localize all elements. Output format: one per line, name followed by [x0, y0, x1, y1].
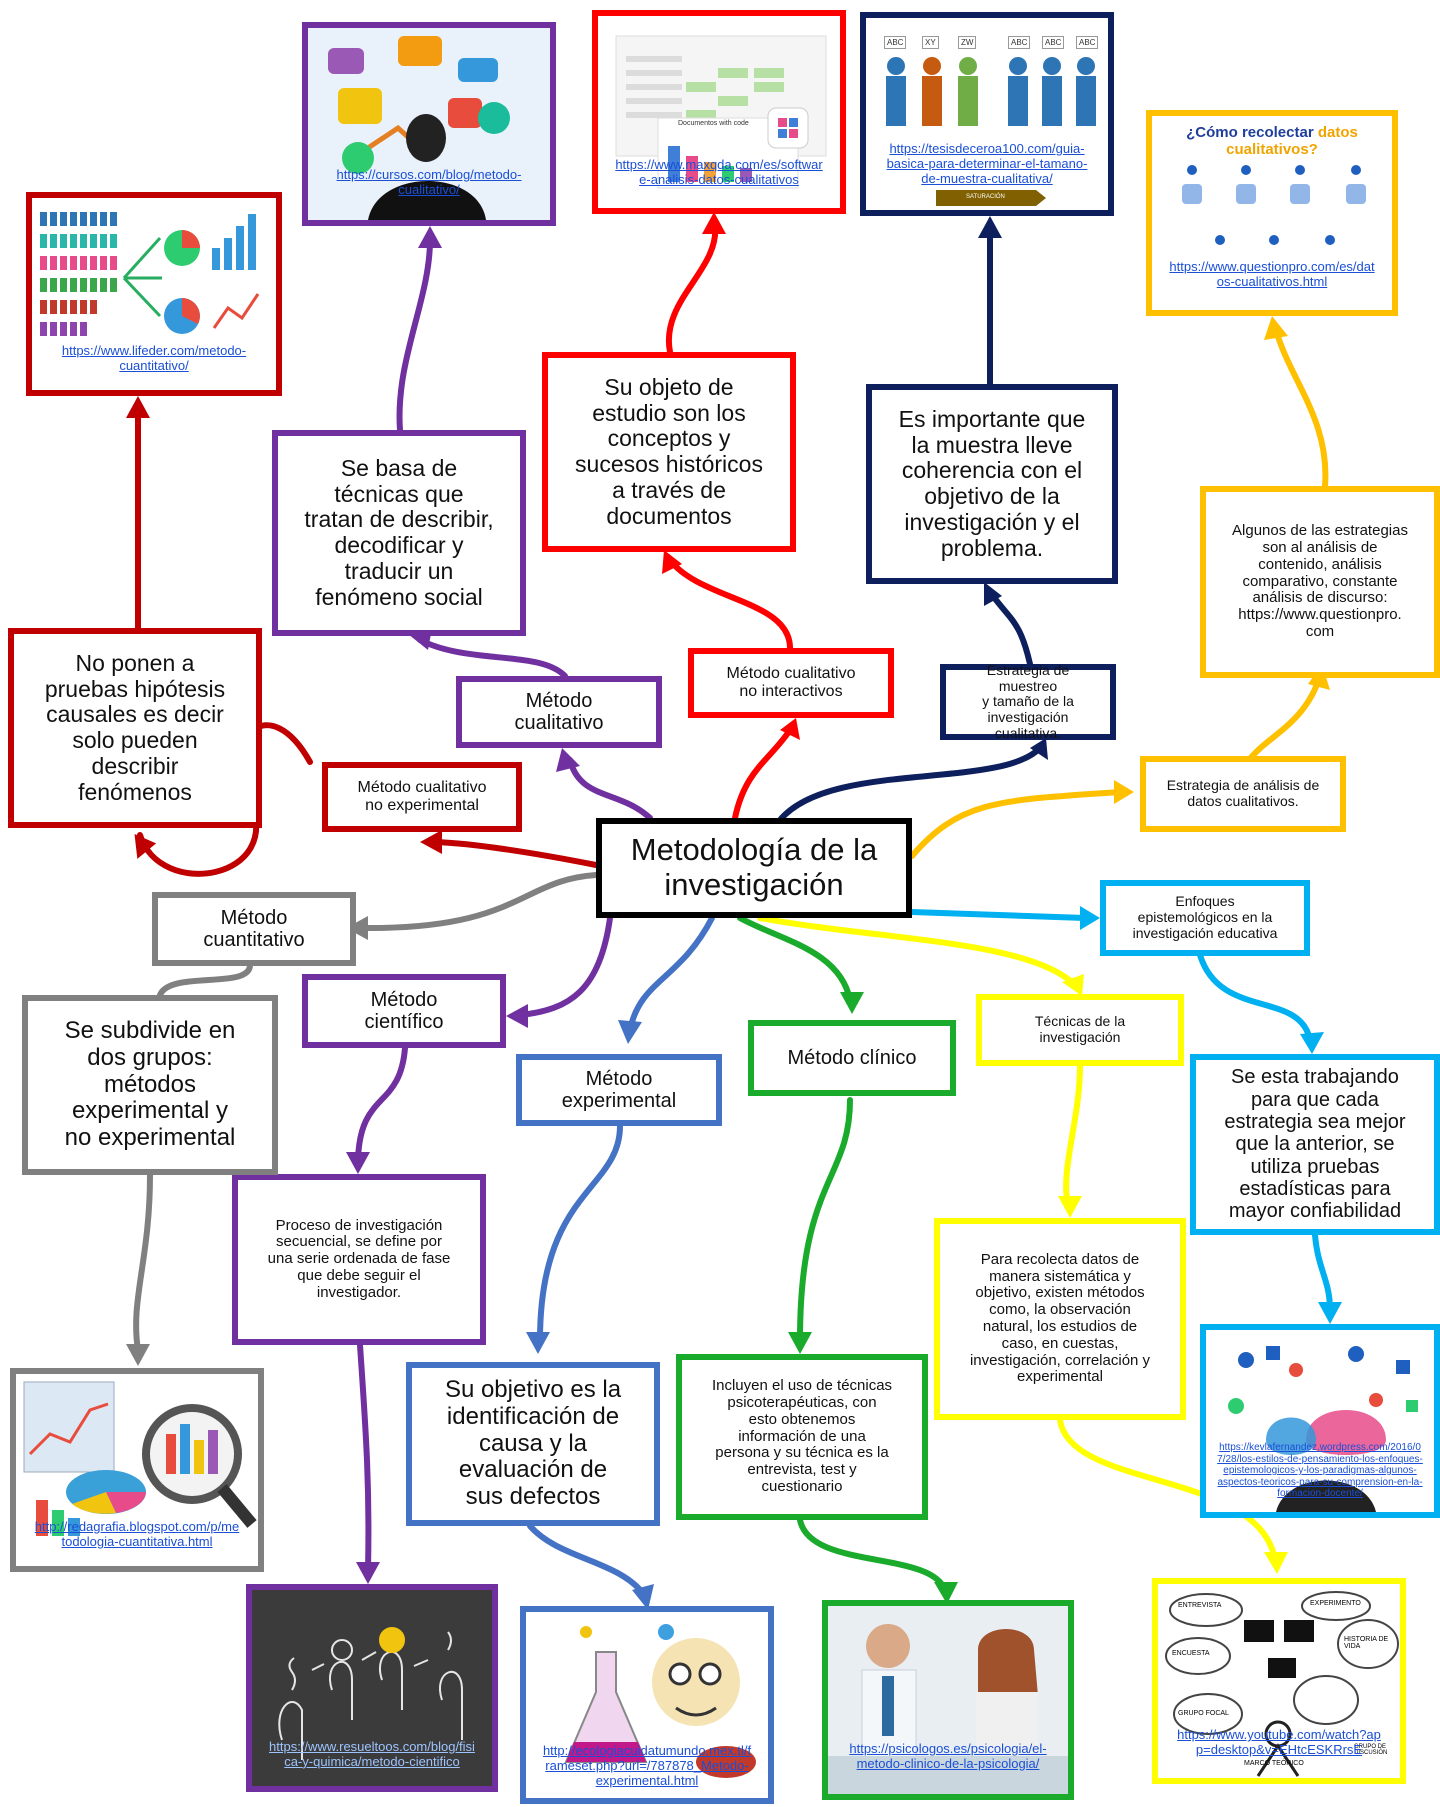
image-youtube: ENTREVISTA ENCUESTA GRUPO FOCAL EXPERIME…	[1152, 1578, 1406, 1784]
branch-label: Método cualitativo no interactivos	[726, 665, 856, 700]
url-link[interactable]: http://redagrafia.blogspot.com/p/me todo…	[34, 1519, 240, 1549]
detail-text: Algunos de las estrategias son al anális…	[1232, 522, 1408, 640]
detail-text: Su objeto de estudio son los conceptos y…	[575, 373, 763, 529]
tag: ABC	[884, 36, 907, 49]
people-charts-illustration	[40, 212, 260, 336]
word-grupo-discusion: GRUPO DE DISCUSIÓN	[1354, 1744, 1388, 1756]
detail-text: Para recolecta datos de manera sistemáti…	[969, 1250, 1151, 1386]
tag: XY	[922, 36, 939, 49]
branch-cuantitativo: Método cuantitativo	[152, 892, 356, 966]
branch-label: Método experimental	[561, 1067, 677, 1112]
detail-no-experimental: No ponen a pruebas hipótesis causales es…	[8, 628, 262, 828]
image-psicologos: https://psicologos.es/psicologia/el- met…	[822, 1600, 1074, 1800]
branch-label: Método clínico	[787, 1046, 917, 1069]
branch-label: Método cualitativo no experimental	[357, 779, 487, 814]
branch-label: Estrategia de análisis de datos cualitat…	[1166, 777, 1320, 809]
branch-cualitativo: Método cualitativo	[456, 676, 662, 748]
branch-analisis: Estrategia de análisis de datos cualitat…	[1140, 756, 1346, 832]
detail-text: Es importante que la muestra lleve coher…	[898, 405, 1086, 561]
people-sample-illustration	[886, 57, 1096, 206]
branch-muestreo: Estrategia de muestreo y tamaño de la in…	[940, 661, 1116, 741]
branch-label: Estrategia de muestreo y tamaño de la in…	[982, 661, 1074, 741]
brain-icons-illustration	[1228, 1346, 1418, 1512]
detail-text: Su objetivo es la identificación de caus…	[444, 1375, 622, 1511]
url-link[interactable]: https://www.resueltoos.com/blog/fisi ca-…	[269, 1739, 475, 1769]
branch-label: Método cualitativo	[514, 689, 604, 734]
image-cursos: https://cursos.com/blog/metodo- cualitat…	[302, 22, 556, 226]
branch-no-interactivos: Método cualitativo no interactivos	[688, 648, 894, 718]
tag: ABC	[1076, 36, 1099, 49]
word-grupo-focal: GRUPO FOCAL	[1178, 1710, 1229, 1717]
detail-text: Se esta trabajando para que cada estrate…	[1224, 1066, 1406, 1223]
detail-analisis: Algunos de las estrategias son al anális…	[1200, 486, 1440, 678]
detail-text: Se basa de técnicas que tratan de descri…	[304, 454, 494, 610]
center-title: Metodología de la investigación	[630, 832, 878, 902]
image-lifeder: https://www.lifeder.com/metodo- cuantita…	[26, 192, 282, 396]
detail-enfoques: Se esta trabajando para que cada estrate…	[1190, 1054, 1440, 1235]
questionpro-steps-illustration	[1182, 165, 1366, 245]
research-methods-bubbles-illustration	[1165, 1591, 1399, 1777]
image-redagrafia: http://redagrafia.blogspot.com/p/me todo…	[10, 1368, 264, 1572]
word-marco-teorico: MARCO TEÓRICO	[1244, 1760, 1304, 1767]
word-historia: HISTORIA DE VIDA	[1344, 1636, 1389, 1650]
url-link[interactable]: https://www.maxqda.com/es/softwar e-anal…	[615, 157, 823, 187]
detail-cuantitativo: Se subdivide en dos grupos: métodos expe…	[22, 995, 278, 1175]
detail-experimental: Su objetivo es la identificación de caus…	[406, 1362, 660, 1526]
branch-label: Técnicas de la investigación	[1034, 1013, 1126, 1045]
social-media-head-illustration	[308, 28, 550, 220]
branch-enfoques: Enfoques epistemológicos en la investiga…	[1100, 880, 1310, 956]
detail-muestreo: Es importante que la muestra lleve coher…	[866, 384, 1118, 584]
chalkboard-ideas-illustration	[252, 1590, 492, 1786]
branch-label: Método científico	[364, 988, 444, 1033]
branch-no-experimental: Método cualitativo no experimental	[322, 762, 522, 832]
url-link[interactable]: https://cursos.com/blog/metodo- cualitat…	[336, 167, 522, 197]
url-link[interactable]: https://kevlafernandez.wordpress.com/201…	[1217, 1442, 1423, 1499]
image-questionpro: ¿Cómo recolectar datos cualitativos? htt…	[1146, 110, 1398, 316]
url-link[interactable]: https://psicologos.es/psicologia/el- met…	[849, 1741, 1047, 1771]
url-link[interactable]: https://www.youtube.com/watch?ap p=deskt…	[1177, 1727, 1381, 1757]
image-ecologia: http://ecologiacuidatumundo.mex.tl/f ram…	[520, 1606, 774, 1804]
questionpro-header: ¿Cómo recolectar datos cualitativos?	[1186, 124, 1358, 158]
branch-cientifico: Método científico	[302, 974, 506, 1048]
maxqda-table-illustration	[615, 35, 827, 189]
word-entrevista: ENTREVISTA	[1178, 1602, 1222, 1609]
branch-experimental: Método experimental	[516, 1054, 722, 1126]
detail-text: No ponen a pruebas hipótesis causales es…	[44, 649, 226, 805]
detail-text: Se subdivide en dos grupos: métodos expe…	[64, 1016, 236, 1152]
clinic-consultation-photo	[828, 1606, 1068, 1794]
image-kevla: https://kevlafernandez.wordpress.com/201…	[1200, 1324, 1440, 1518]
tag: ABC	[1042, 36, 1065, 49]
saturation-label: SATURACIÓN	[966, 194, 1005, 200]
charts-magnifier-illustration	[23, 1381, 257, 1536]
detail-tecnicas: Para recolecta datos de manera sistemáti…	[934, 1218, 1186, 1420]
url-link[interactable]: https://www.questionpro.com/es/dat os-cu…	[1169, 259, 1375, 289]
detail-cientifico: Proceso de investigación secuencial, se …	[232, 1174, 486, 1345]
tag: ZW	[958, 36, 977, 49]
image-maxqda: Documentos with code https://www.maxqda.…	[592, 10, 846, 214]
maxqda-caption: Documentos with code	[678, 120, 749, 127]
url-link[interactable]: https://tesisdeceroa100.com/guia- basica…	[886, 141, 1088, 186]
detail-text: Incluyen el uso de técnicas psicoterapéu…	[711, 1377, 893, 1495]
detail-clinico: Incluyen el uso de técnicas psicoterapéu…	[676, 1354, 928, 1520]
word-encuesta: ENCUESTA	[1172, 1650, 1210, 1657]
detail-text: Proceso de investigación secuencial, se …	[267, 1216, 451, 1301]
image-tesis: ABC XY ZW ABC ABC ABC SATURACIÓN https:/…	[860, 12, 1114, 216]
branch-label: Enfoques epistemológicos en la investiga…	[1132, 893, 1278, 941]
branch-label: Método cuantitativo	[203, 906, 305, 951]
detail-cualitativo: Se basa de técnicas que tratan de descri…	[272, 430, 526, 636]
detail-no-interactivos: Su objeto de estudio son los conceptos y…	[542, 352, 796, 552]
scientist-flask-illustration	[564, 1624, 756, 1778]
tag: ABC	[1008, 36, 1031, 49]
url-link[interactable]: http://ecologiacuidatumundo.mex.tl/f ram…	[542, 1743, 752, 1788]
branch-tecnicas: Técnicas de la investigación	[976, 994, 1184, 1066]
url-link[interactable]: https://www.lifeder.com/metodo- cuantita…	[61, 343, 247, 373]
branch-clinico: Método clínico	[748, 1020, 956, 1096]
word-experimento: EXPERIMENTO	[1310, 1600, 1361, 1607]
center-topic: Metodología de la investigación	[596, 818, 912, 918]
image-resueltoos: https://www.resueltoos.com/blog/fisi ca-…	[246, 1584, 498, 1792]
